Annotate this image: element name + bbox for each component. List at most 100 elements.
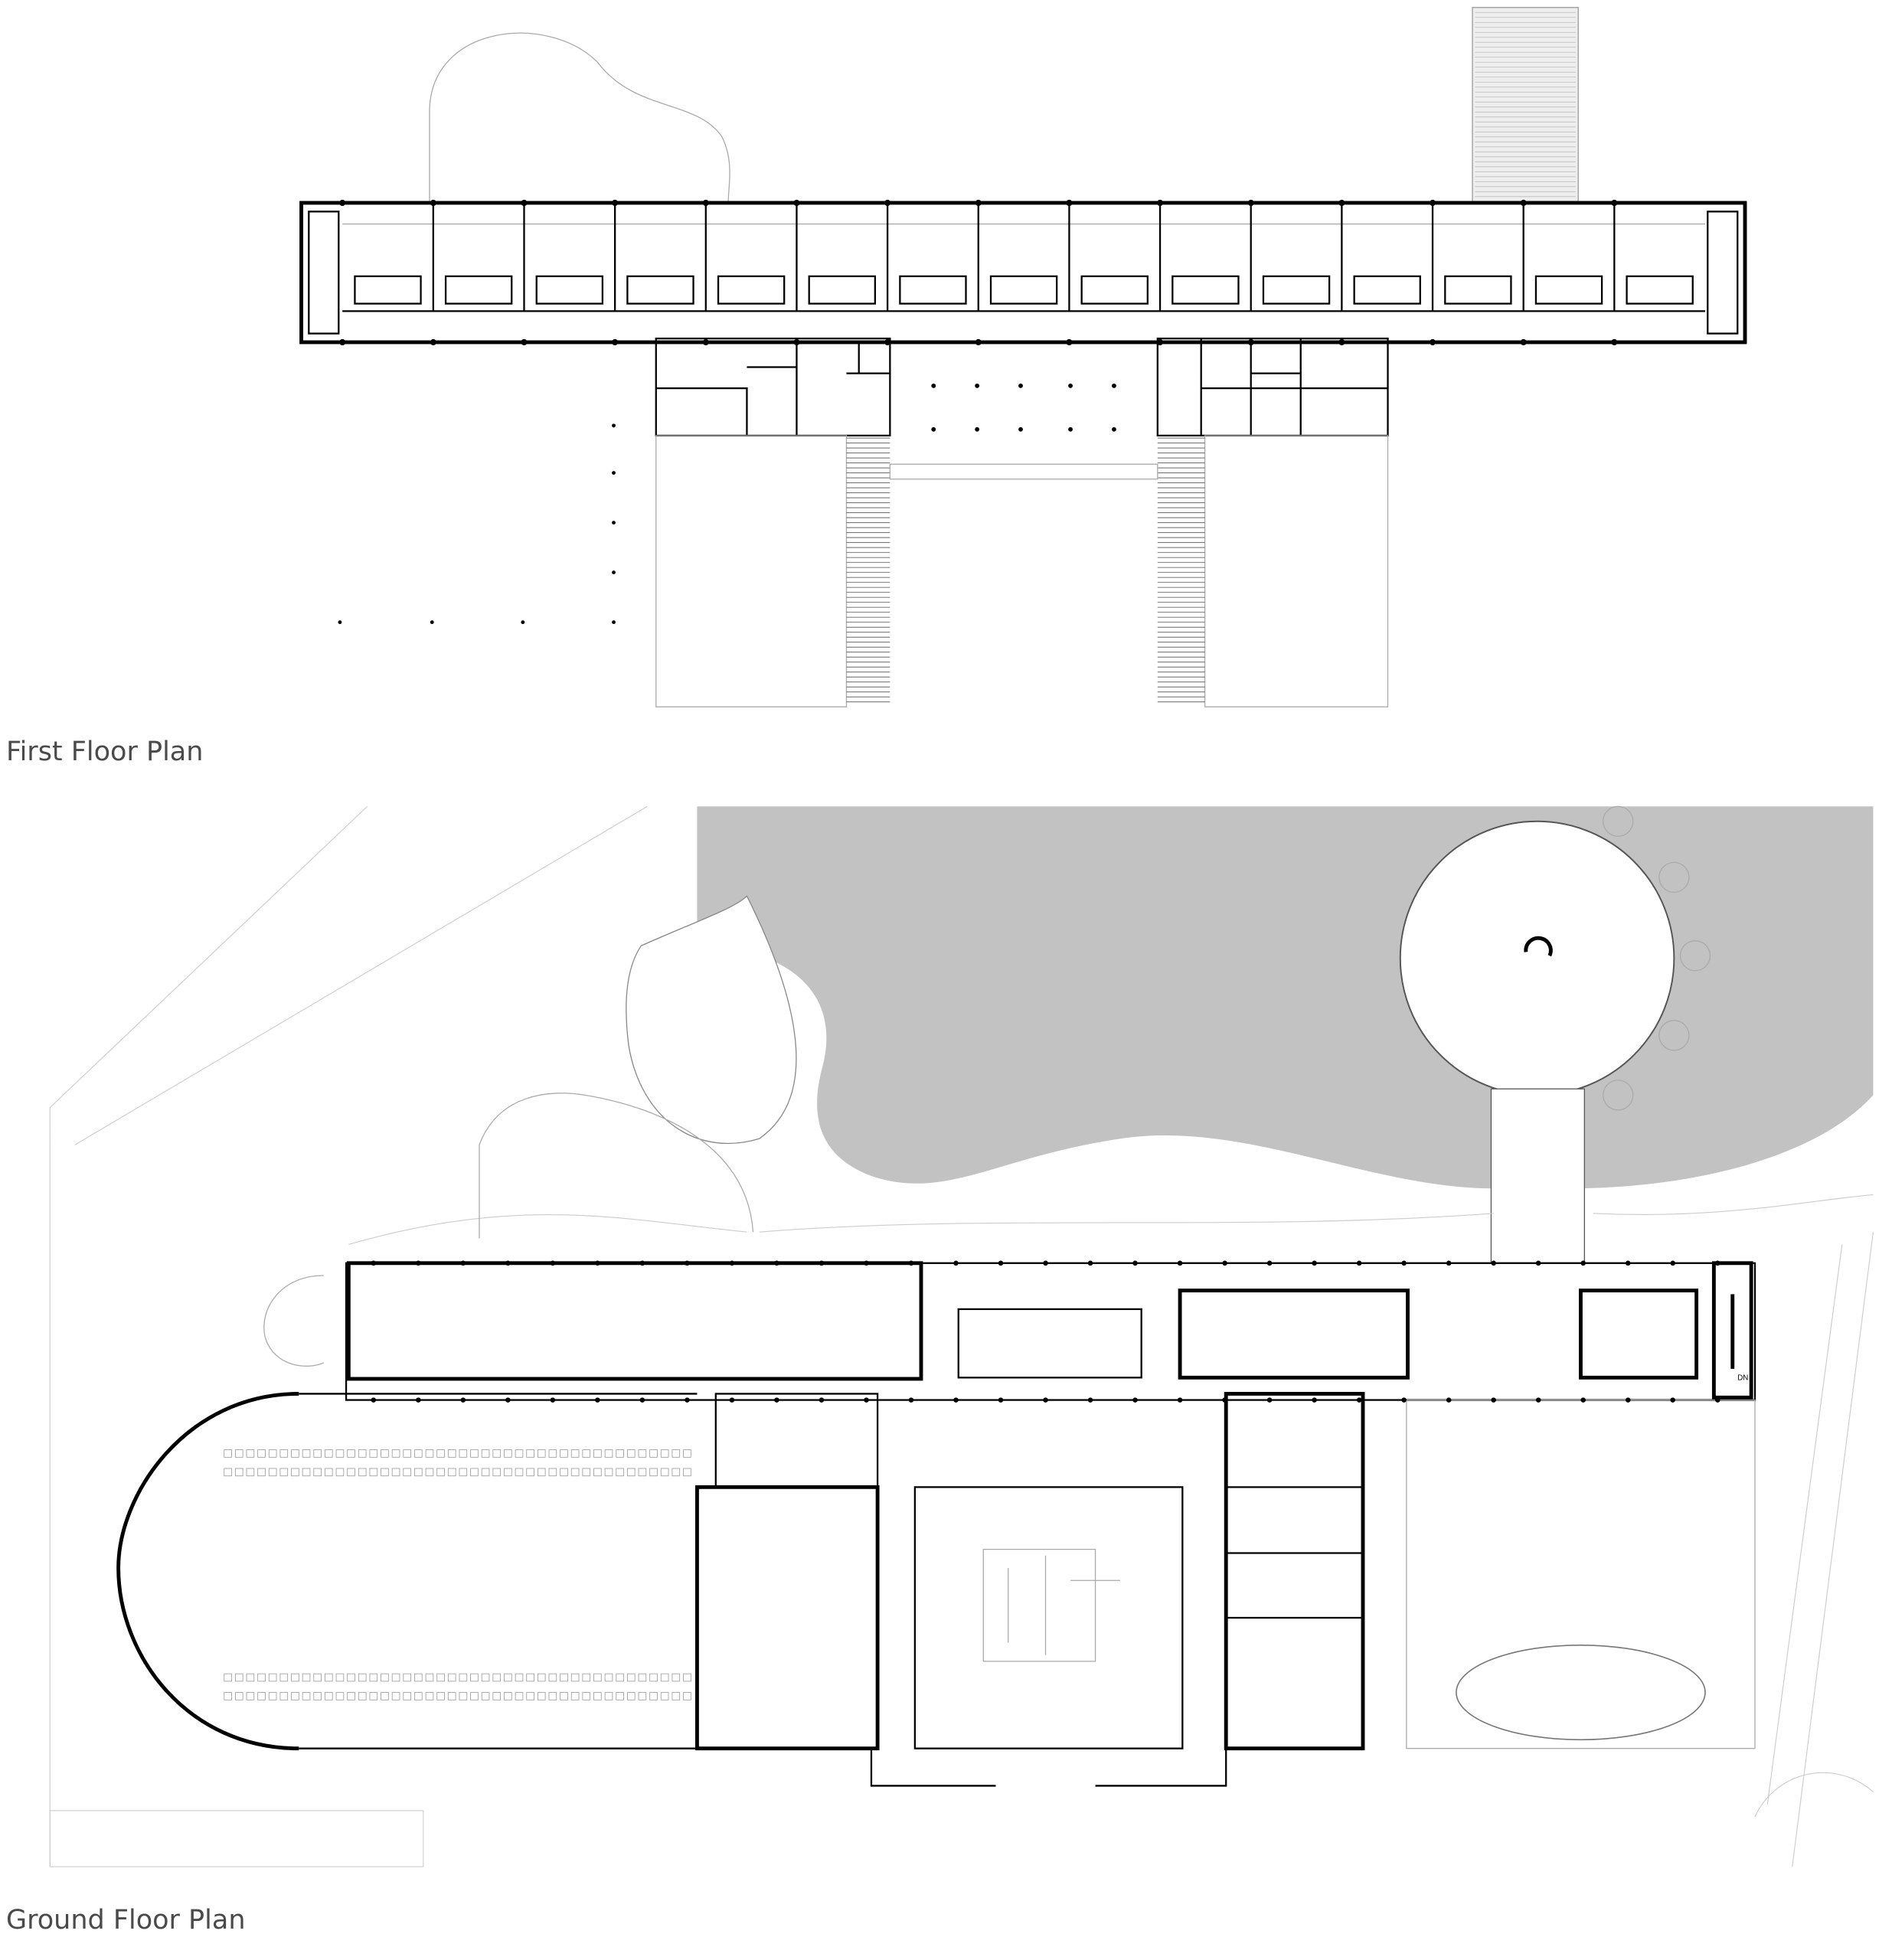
- paver: [257, 1673, 266, 1682]
- column: [1177, 1397, 1183, 1403]
- hall-1: [694, 1485, 880, 1751]
- column: [1356, 1260, 1362, 1266]
- paver: [560, 1468, 568, 1477]
- column: [1580, 1260, 1586, 1266]
- east-stair: [1711, 1261, 1753, 1400]
- paver: [616, 1468, 624, 1477]
- west-courtyard-edge: [299, 1393, 698, 1749]
- paver: [246, 1468, 255, 1477]
- hall-2: [1224, 1392, 1365, 1751]
- column-grid: [338, 383, 1116, 625]
- paver: [302, 1673, 311, 1682]
- paver: [683, 1468, 691, 1477]
- column: [612, 620, 616, 625]
- paver: [381, 1673, 389, 1682]
- west-rooms: [655, 338, 890, 436]
- paver: [335, 1449, 345, 1458]
- west-lower-hall: [655, 435, 848, 707]
- paver: [548, 1692, 557, 1700]
- paver: [537, 1673, 546, 1682]
- paver: [447, 1673, 456, 1682]
- paver: [570, 1673, 580, 1682]
- paver: [560, 1449, 568, 1458]
- column: [1429, 338, 1436, 346]
- column: [460, 1260, 466, 1266]
- column: [1520, 338, 1527, 346]
- column: [1222, 1397, 1227, 1403]
- paver: [447, 1468, 456, 1477]
- column: [521, 199, 528, 207]
- paver: [224, 1692, 232, 1700]
- stair-east: [1707, 211, 1739, 335]
- paver: [459, 1673, 468, 1682]
- column: [505, 1397, 511, 1403]
- paver: [504, 1468, 512, 1477]
- paver: [604, 1692, 613, 1700]
- column: [612, 521, 616, 525]
- column: [521, 338, 528, 346]
- curved-pavilion: [479, 1093, 754, 1239]
- column: [430, 338, 436, 346]
- east-lower-hall: [1204, 435, 1389, 707]
- ground-columns: [371, 1260, 1720, 1403]
- paver: [246, 1692, 255, 1700]
- bathroom-pod: [1353, 275, 1421, 305]
- paver: [436, 1692, 445, 1700]
- paver: [604, 1673, 613, 1682]
- column: [1446, 1397, 1452, 1403]
- column: [975, 338, 982, 346]
- maze: [982, 1548, 1121, 1662]
- column: [339, 199, 346, 207]
- paver: [526, 1692, 534, 1700]
- terrace-pattern: [224, 1449, 691, 1700]
- ramps: [846, 437, 1205, 703]
- paver: [515, 1468, 524, 1477]
- paver: [537, 1468, 546, 1477]
- paver: [234, 1468, 243, 1477]
- bathroom-pod: [808, 275, 876, 305]
- paver: [391, 1692, 400, 1700]
- paver: [335, 1673, 345, 1682]
- column: [1491, 1397, 1496, 1403]
- paver: [638, 1692, 647, 1700]
- paver: [626, 1673, 636, 1682]
- promontory: [626, 895, 797, 1145]
- column: [639, 1397, 645, 1403]
- column: [1247, 199, 1254, 207]
- column: [1266, 1260, 1273, 1266]
- paver: [347, 1449, 355, 1458]
- paver: [470, 1449, 479, 1458]
- paver: [492, 1673, 502, 1682]
- column: [1338, 338, 1345, 346]
- paver: [593, 1468, 602, 1477]
- paver: [582, 1692, 591, 1700]
- dormitory-wing: [299, 201, 1747, 345]
- column: [1625, 1260, 1631, 1266]
- column: [612, 423, 616, 428]
- column: [931, 383, 936, 388]
- column: [1535, 1397, 1541, 1403]
- column: [729, 1397, 735, 1403]
- paver: [414, 1468, 423, 1477]
- paver: [447, 1692, 456, 1700]
- paver: [560, 1673, 568, 1682]
- column: [1068, 383, 1073, 388]
- paver: [560, 1692, 568, 1700]
- paver: [403, 1468, 411, 1477]
- paver: [649, 1692, 658, 1700]
- paver: [279, 1449, 289, 1458]
- first-floor-plan: [299, 7, 1747, 707]
- paver: [279, 1692, 289, 1700]
- paver: [335, 1468, 345, 1477]
- paver: [616, 1692, 624, 1700]
- column: [702, 199, 709, 207]
- paver: [604, 1449, 613, 1458]
- paver: [649, 1449, 658, 1458]
- paver: [403, 1449, 411, 1458]
- column: [774, 1397, 779, 1403]
- first-floor-label: First Floor Plan: [6, 737, 204, 767]
- paver: [660, 1468, 669, 1477]
- paver: [515, 1692, 524, 1700]
- paver: [626, 1692, 636, 1700]
